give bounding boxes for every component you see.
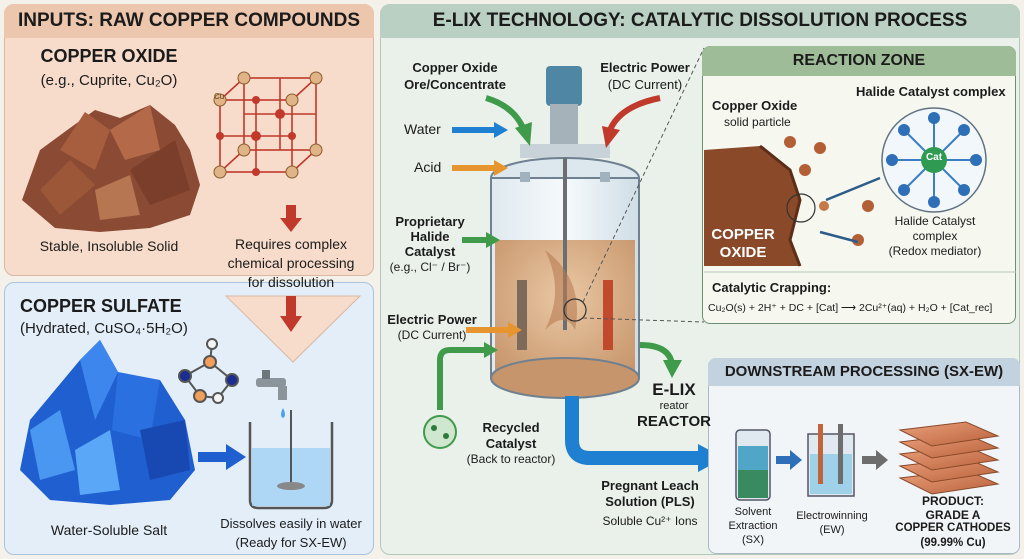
particle-label-2: solid particle [724,115,791,129]
sx-label-3: (SX) [742,534,764,546]
pls-label-1: Pregnant Leach [601,478,699,493]
water-label: Water [404,121,441,137]
sulfate-note-line2: (Ready for SX-EW) [235,535,347,550]
catalyst-label-2: Halide [410,229,450,244]
recycled-catalyst-bubble [423,415,457,449]
oxide-note-line3: for dissolution [247,274,335,290]
catalyst-label-4: (e.g., Cl⁻ / Br⁻) [389,260,471,274]
reactor-label-3: REACTOR [637,413,711,430]
reaction-zone-header: REACTION ZONE [702,46,1016,76]
recycled-label-2: Catalyst [485,436,537,451]
ore-feed-arrow [485,95,532,146]
reaction-equation: Cu₂O(s) + 2H⁺ + DC + [Cat] ⟶ 2Cu²⁺(aq) +… [708,302,993,314]
cat-label: Cat [925,152,943,163]
copper-sulfate-crystal-image [20,340,195,505]
catalyst-label-3: Catalyst [404,244,456,259]
ore-feed-label-2: Ore/Concentrate [404,77,506,92]
oxide-note-line1: Requires complex [234,236,348,252]
copper-oxide-rock-image [22,105,200,232]
power-side-arrow [466,322,522,338]
copper-oxide-title: COPPER OXIDE [40,46,178,66]
sulfate-note-line1: Dissolves easily in water [220,516,362,531]
water-beaker-icon [248,410,334,510]
reactor-vessel [490,66,640,399]
power-side-label-1: Electric Power [387,312,477,327]
copper-sulfate-caption: Water-Soluble Salt [50,522,168,538]
zoom-line-top [582,47,705,303]
zoom-line-bottom [582,317,705,323]
recycled-label-3: (Back to reactor) [466,452,556,466]
elix-header: E-LIX TECHNOLOGY: CATALYTIC DISSOLUTION … [380,4,1020,38]
copper-oxide-caption: Stable, Insoluble Solid [39,238,179,254]
inputs-header: INPUTS: RAW COPPER COMPOUNDS [4,4,374,38]
reactor-label-2: reator [659,400,689,412]
lattice-cu-label: Cu [214,92,225,101]
red-down-arrow-1 [280,205,302,232]
power-top-label-2: (DC Current) [607,77,683,92]
ew-label-1: Electrowinning [796,510,868,522]
power-top-label-1: Electric Power [600,60,690,75]
complex-label-1: Halide Catalyst [894,214,976,228]
recycle-arrow [437,342,498,410]
copper-block-label-2: OXIDE [719,244,767,261]
copper-oxide-subtitle: (e.g., Cuprite, Cu₂O) [40,72,178,89]
blue-right-arrow-sulfate [198,444,246,470]
red-down-arrow-2b [280,296,302,332]
copper-sulfate-title: COPPER SULFATE [20,296,182,316]
crapping-title: Catalytic Crapping: [712,280,832,295]
product-label-1: PRODUCT: [922,494,984,508]
catalyst-label-1: Proprietary [395,214,465,229]
water-tap-icon [256,370,287,418]
acid-label: Acid [414,159,442,175]
copper-sulfate-subtitle: (Hydrated, CuSO₄·5H₂O) [20,320,188,337]
reactor-label-1: E-LIX [652,380,696,399]
crystal-lattice-diagram [219,77,317,173]
downstream-header: DOWNSTREAM PROCESSING (SX-EW) [708,358,1020,386]
catalyst-arrow [462,232,500,248]
power-top-arrow [602,95,661,148]
ore-feed-label-1: Copper Oxide [412,60,498,75]
oxide-note-line2: chemical processing [227,255,355,271]
sx-label-1: Solvent [734,506,772,518]
complex-title: Halide Catalyst complex [856,84,1006,99]
ew-label-2: (EW) [819,524,845,536]
recycled-label-1: Recycled [482,420,540,435]
product-label-4: (99.99% Cu) [920,537,986,549]
power-side-label-2: (DC Current) [397,328,467,342]
complex-label-3: (Redox mediator) [888,244,982,258]
water-arrow [452,122,508,138]
pls-label-2: Solution (PLS) [605,494,695,509]
molecule-model [178,338,239,404]
acid-arrow [452,160,508,176]
reactor-out-arrow [639,342,682,378]
lattice-atoms [213,71,323,179]
sx-label-2: Extraction [728,520,778,532]
pls-label-3: Soluble Cu²⁺ Ions [602,514,698,528]
copper-block-label-1: COPPER [711,226,775,243]
particle-label-1: Copper Oxide [712,98,798,113]
product-label-3: COPPER CATHODES [895,522,1011,534]
complex-label-2: complex [912,229,958,243]
product-label-2: GRADE A [925,508,981,522]
